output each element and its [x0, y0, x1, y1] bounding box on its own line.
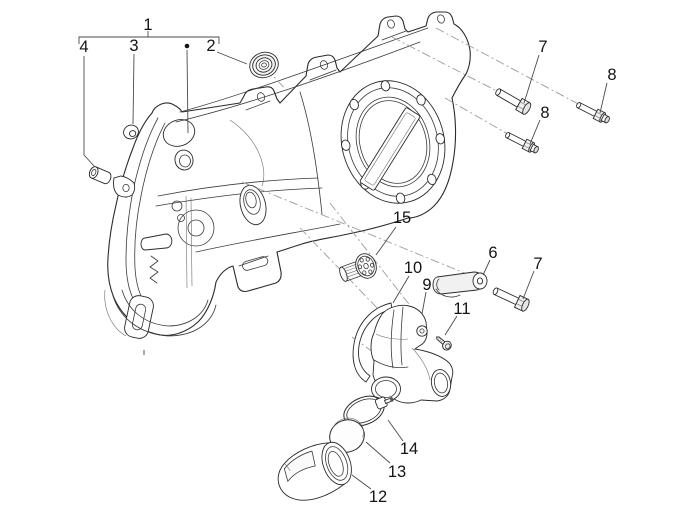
airbox-housing-part-9 — [370, 304, 454, 404]
kickstart-mechanism-detail — [124, 195, 215, 339]
centerline-3 — [241, 181, 480, 280]
leader-line-14 — [387, 419, 404, 442]
roller-part-2 — [249, 51, 279, 79]
bolt-part-8-upper — [574, 99, 612, 126]
part-callout-15: 15 — [393, 209, 411, 227]
part-callout-2: 2 — [206, 37, 215, 55]
leader-line-2 — [216, 51, 248, 65]
leader-line-7-upper — [523, 54, 540, 104]
leader-line-15 — [375, 226, 397, 256]
splined-plug-part-15 — [339, 253, 377, 282]
inspection-window — [359, 107, 421, 191]
group-bracket — [78, 36, 220, 44]
part-callout-1: 1 — [143, 16, 152, 34]
leader-line-dot — [186, 49, 189, 134]
part-callout-8-lower: 8 — [540, 104, 549, 122]
leader-line-6 — [482, 259, 491, 276]
part-callout-11: 11 — [453, 300, 470, 318]
leader-line-7-lower — [522, 270, 535, 300]
leader-line-8-lower — [529, 119, 541, 145]
bolt-part-7-upper — [492, 84, 533, 116]
bushing-part-4 — [88, 166, 112, 185]
secondary-boss — [239, 184, 267, 226]
crankcase-cover-drawing — [104, 11, 471, 355]
intake-cap-part-12 — [277, 441, 352, 501]
part-callout-13: 13 — [388, 463, 406, 481]
part-callout-7-lower: 7 — [533, 255, 542, 273]
leader-line-11 — [444, 315, 458, 336]
leader-line-8-upper — [599, 82, 608, 114]
part-callout-14: 14 — [400, 440, 418, 458]
leader-line-12 — [351, 474, 372, 490]
part-callout-12: 12 — [369, 488, 387, 506]
bolt-part-7-lower — [490, 284, 532, 313]
part-callout-4: 4 — [79, 38, 88, 56]
reference-dot — [184, 43, 190, 49]
mount-lug-hole — [256, 92, 266, 102]
hose-clamp-part-14 — [343, 395, 394, 427]
mount-lug-hole — [437, 14, 445, 24]
kickstart-dome-boss — [162, 119, 196, 147]
engine-mount-slot — [242, 256, 269, 271]
leader-line-3 — [132, 53, 135, 125]
grommet-part-3 — [123, 124, 139, 140]
part-callout-9: 9 — [422, 276, 431, 294]
part-callout-10: 10 — [404, 259, 422, 277]
wheel-arch-outer — [111, 291, 217, 337]
part-callout-6: 6 — [488, 244, 497, 262]
part-callout-3: 3 — [129, 37, 138, 55]
mount-lug-hole — [387, 19, 395, 29]
bracket-part-6 — [432, 271, 488, 298]
airbox-cover-part-10 — [352, 302, 393, 383]
screw-part-11 — [436, 336, 452, 351]
part-callout-7-upper: 7 — [538, 38, 547, 56]
part-callout-8-upper: 8 — [607, 66, 616, 84]
leader-line-13 — [365, 441, 391, 464]
leader-line-4 — [83, 56, 96, 168]
leader-line-10 — [392, 275, 410, 304]
leader-line-9 — [421, 291, 427, 315]
